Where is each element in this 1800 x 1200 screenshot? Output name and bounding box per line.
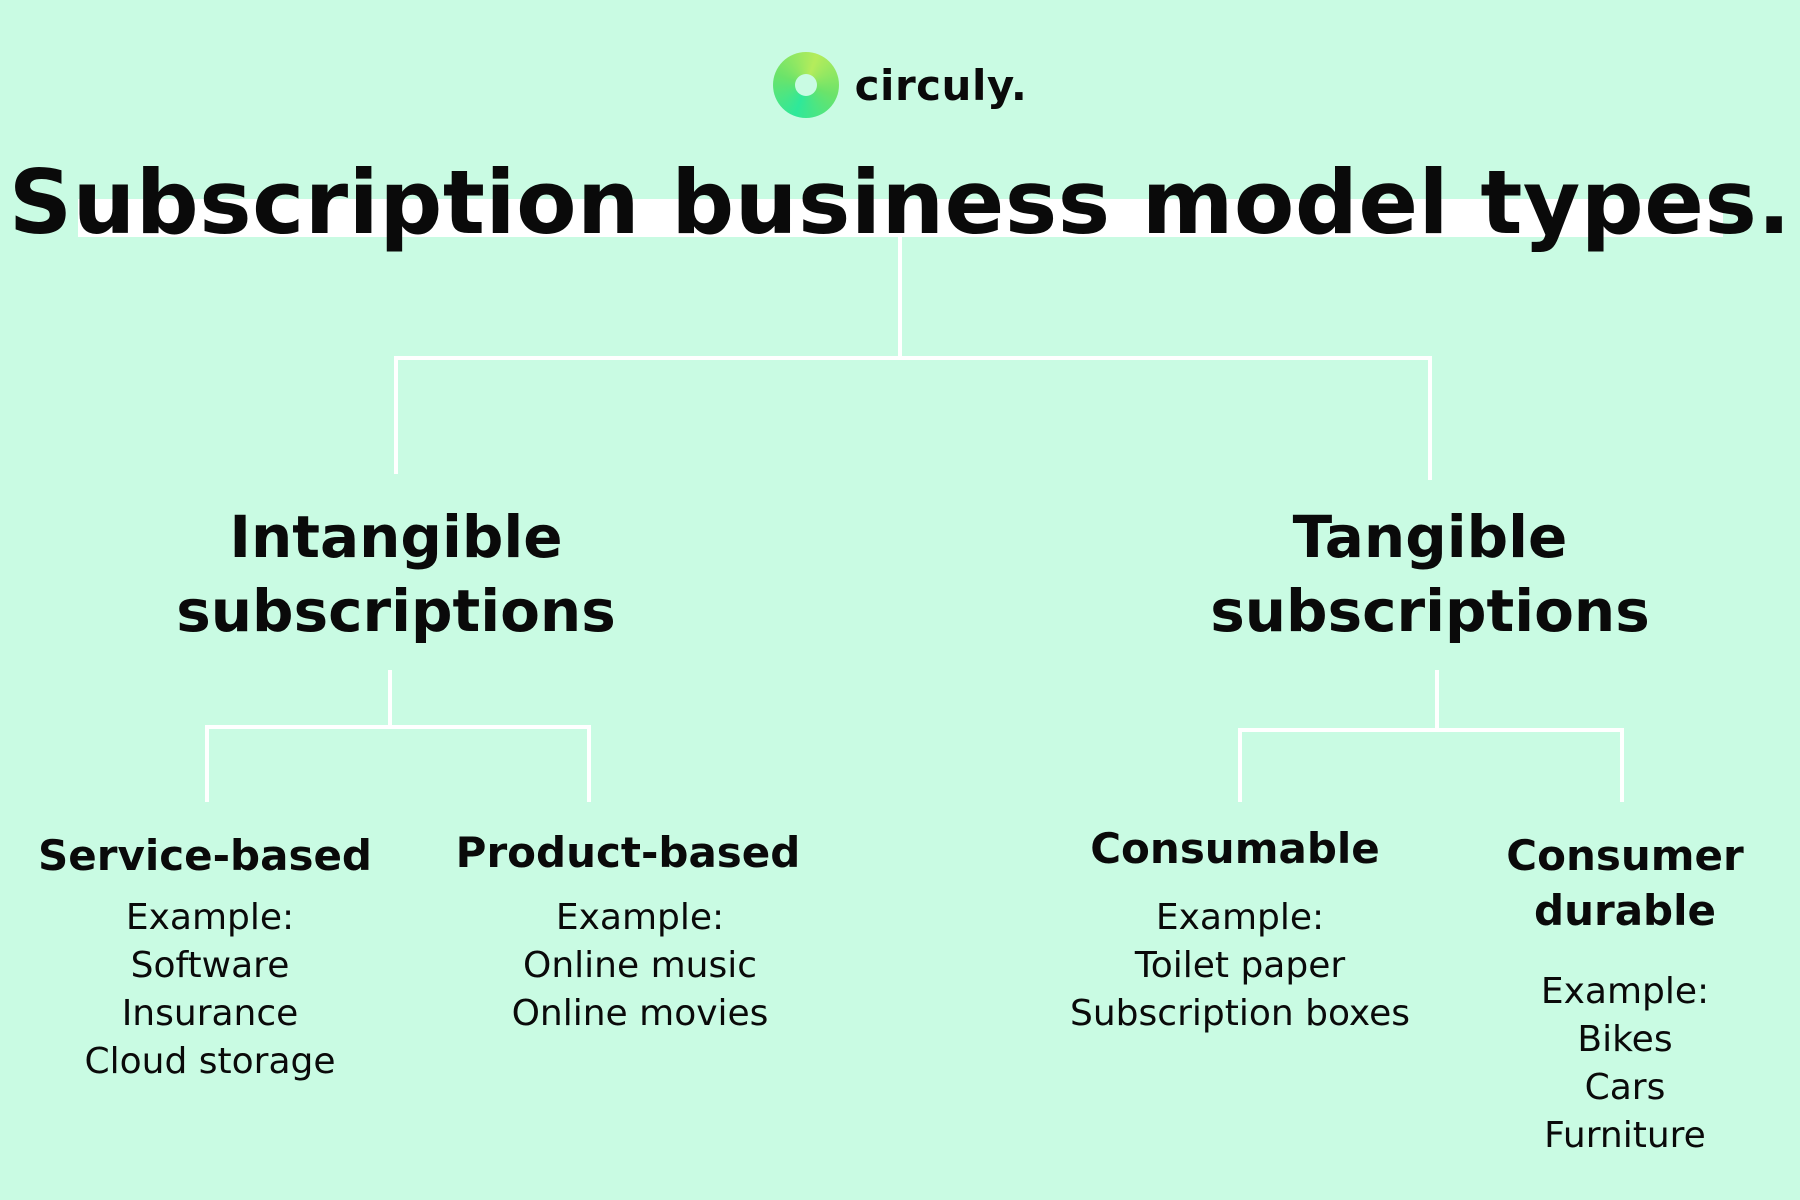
type-product-based-title: Product-based [440, 826, 816, 881]
examples-label: Example: [1540, 971, 1710, 1012]
example-item: Insurance [121, 993, 299, 1034]
type-consumer-durable-title: Consumer durable [1480, 829, 1770, 938]
example-item: Bikes [1577, 1019, 1673, 1060]
type-service-based-label: Service-based [38, 831, 372, 880]
type-product-based-label: Product-based [455, 828, 801, 877]
type-service-based-examples: Example: Software Insurance Cloud storag… [45, 894, 375, 1086]
type-product-based-examples: Example: Online music Online movies [470, 894, 810, 1038]
circuly-ring-icon [772, 52, 839, 118]
example-item: Subscription boxes [1070, 993, 1410, 1034]
title-highlight-band [78, 199, 1723, 237]
type-service-based-title: Service-based [25, 829, 385, 884]
example-item: Toilet paper [1134, 945, 1346, 986]
example-item: Furniture [1544, 1115, 1706, 1156]
brand-logo: circuly. [0, 52, 1800, 118]
type-consumable-title: Consumable [1060, 822, 1410, 877]
example-item: Online movies [511, 993, 769, 1034]
category-tangible: Tangible subscriptions [1150, 500, 1710, 648]
category-tangible-line1: Tangible [1292, 503, 1568, 571]
category-intangible-line2: subscriptions [176, 577, 616, 646]
example-item: Cars [1584, 1067, 1666, 1108]
type-consumer-durable-line1: Consumer [1506, 831, 1744, 880]
examples-label: Example: [125, 897, 295, 938]
type-consumable-label: Consumable [1090, 824, 1380, 873]
examples-label: Example: [555, 897, 725, 938]
type-consumable-examples: Example: Toilet paper Subscription boxes [1040, 894, 1440, 1038]
category-tangible-line2: subscriptions [1210, 577, 1650, 646]
category-intangible: Intangible subscriptions [116, 500, 676, 648]
category-intangible-line1: Intangible [229, 503, 563, 571]
example-item: Cloud storage [84, 1041, 336, 1082]
brand-name: circuly. [854, 60, 1028, 110]
example-item: Online music [523, 945, 757, 986]
type-consumer-durable-line2: durable [1534, 885, 1716, 935]
type-consumer-durable-examples: Example: Bikes Cars Furniture [1490, 968, 1760, 1160]
example-item: Software [130, 945, 290, 986]
examples-label: Example: [1155, 897, 1325, 938]
page-title: Subscription business model types. [8, 151, 1792, 254]
